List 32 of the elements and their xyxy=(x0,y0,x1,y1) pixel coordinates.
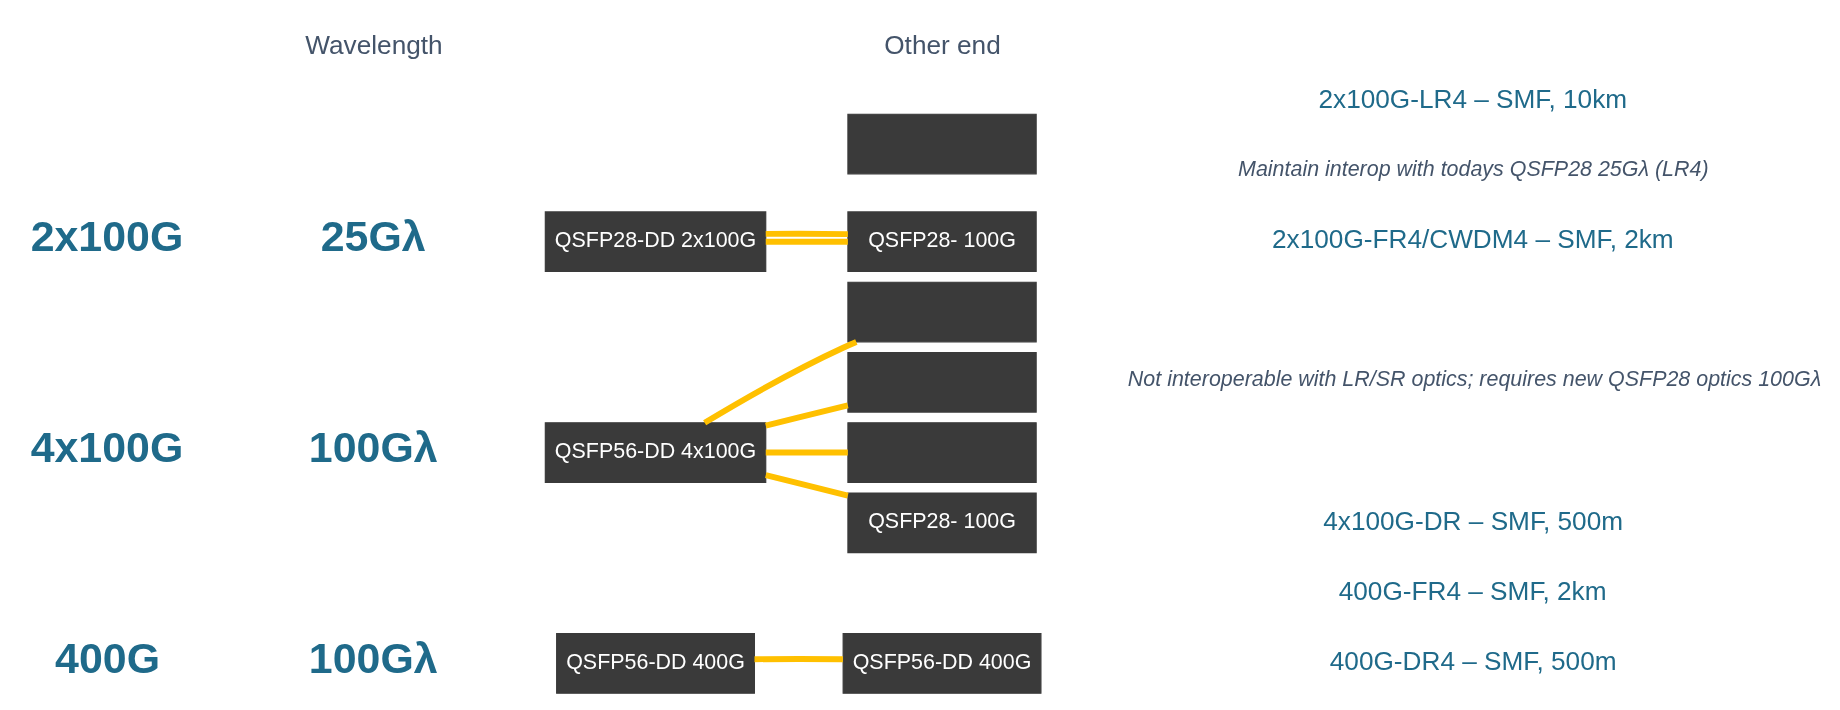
node-box: QSFP28- 100G xyxy=(847,492,1037,553)
label: Maintain interop with todays QSFP28 25Gλ (LR4) xyxy=(1238,155,1709,180)
label: 400G xyxy=(55,633,160,682)
node-box: QSFP56-DD 4x100G xyxy=(544,421,767,483)
node-box: QSFP56-DD 400G xyxy=(556,632,755,694)
label: 4x100G-DR – SMF, 500m xyxy=(1323,505,1624,536)
label: 2x100G-FR4/CWDM4 – SMF, 2km xyxy=(1272,223,1674,254)
label: 400G-DR4 – SMF, 500m xyxy=(1329,645,1617,676)
label: Not interoperable with LR/SR optics; requires new QSFP28 optics 100Gλ xyxy=(1127,366,1822,391)
connector xyxy=(765,401,849,428)
node-box xyxy=(847,113,1037,174)
connector xyxy=(765,238,848,245)
connector xyxy=(765,471,849,499)
label: Other end xyxy=(884,29,1001,60)
label: 2x100G xyxy=(30,211,184,260)
node-box: QSFP56-DD 400G xyxy=(842,632,1042,694)
node-box xyxy=(847,421,1037,483)
node-box: QSFP28- 100G xyxy=(847,210,1037,272)
label: 100Gλ xyxy=(308,422,438,471)
label: 100Gλ xyxy=(308,633,438,682)
label: 2x100G-LR4 – SMF, 10km xyxy=(1318,83,1628,114)
node-box xyxy=(847,281,1037,342)
node-box xyxy=(847,351,1037,413)
connector xyxy=(703,338,858,425)
label: 400G-FR4 – SMF, 2km xyxy=(1338,575,1607,606)
connector xyxy=(765,230,848,237)
connector xyxy=(754,655,843,662)
label: 25Gλ xyxy=(320,211,426,260)
connector xyxy=(765,449,848,456)
label: Wavelength xyxy=(305,29,443,60)
node-box: QSFP28-DD 2x100G xyxy=(544,210,767,272)
label: 4x100G xyxy=(30,422,184,471)
